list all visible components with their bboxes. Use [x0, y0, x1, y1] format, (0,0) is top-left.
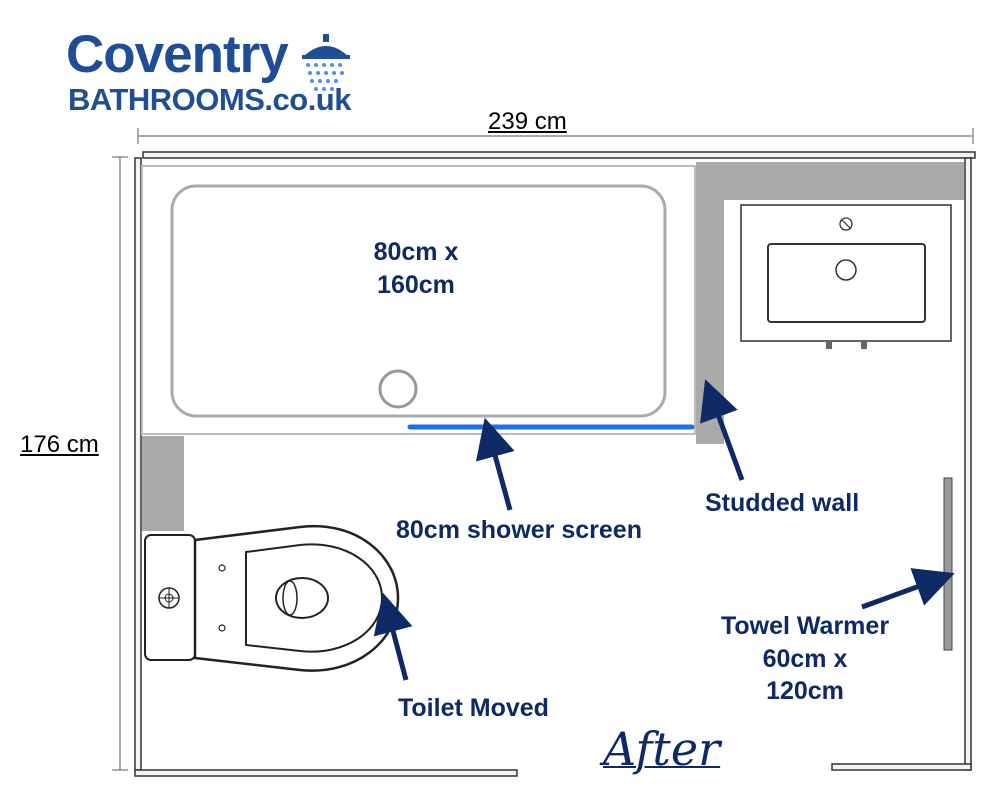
toilet-label: Toilet Moved — [398, 694, 549, 722]
shower-tray-label-line2: 160cm — [377, 270, 455, 299]
sink-vanity — [740, 204, 952, 349]
shower-screen-arrow — [475, 417, 515, 511]
logo-wordmark-coventry: Coventry — [66, 25, 289, 84]
shower-screen-label: 80cm shower screen — [396, 516, 642, 544]
logo-wordmark-bathrooms: BATHROOMS.co.uk — [68, 82, 352, 117]
annotation-arrows — [373, 379, 955, 681]
shower-tray-label-line1: 80cm x — [373, 238, 459, 266]
height-dimension-line — [112, 156, 128, 771]
shower-tray-label: 80cm x 160cm — [356, 236, 476, 301]
shower-tray — [141, 165, 696, 435]
height-dimension-label: 176 cm — [20, 431, 99, 458]
towel-warmer-label-line3: 120cm — [766, 677, 844, 705]
toilet-arrow — [373, 592, 413, 681]
room-walls — [134, 151, 976, 777]
shower-head-icon — [302, 34, 350, 91]
after-title: After — [603, 722, 721, 776]
towel-warmer-label-line1: Towel Warmer — [720, 612, 890, 640]
towel-warmer-label: Towel Warmer 60cm x 120cm — [700, 610, 910, 708]
width-dimension-line — [137, 128, 974, 144]
toilet — [144, 524, 400, 672]
towel-warmer-label-line2: 60cm x — [762, 644, 848, 673]
studded-wall-label: Studded wall — [705, 489, 860, 517]
sink-drain-icon — [835, 259, 857, 281]
studded-wall-arrow — [700, 379, 745, 481]
flush-button-icon — [158, 587, 180, 609]
shower-drain-icon — [378, 369, 418, 409]
towel-warmer-arrow — [861, 568, 955, 610]
towel-warmer — [943, 477, 953, 651]
width-dimension-label: 239 cm — [488, 108, 567, 135]
